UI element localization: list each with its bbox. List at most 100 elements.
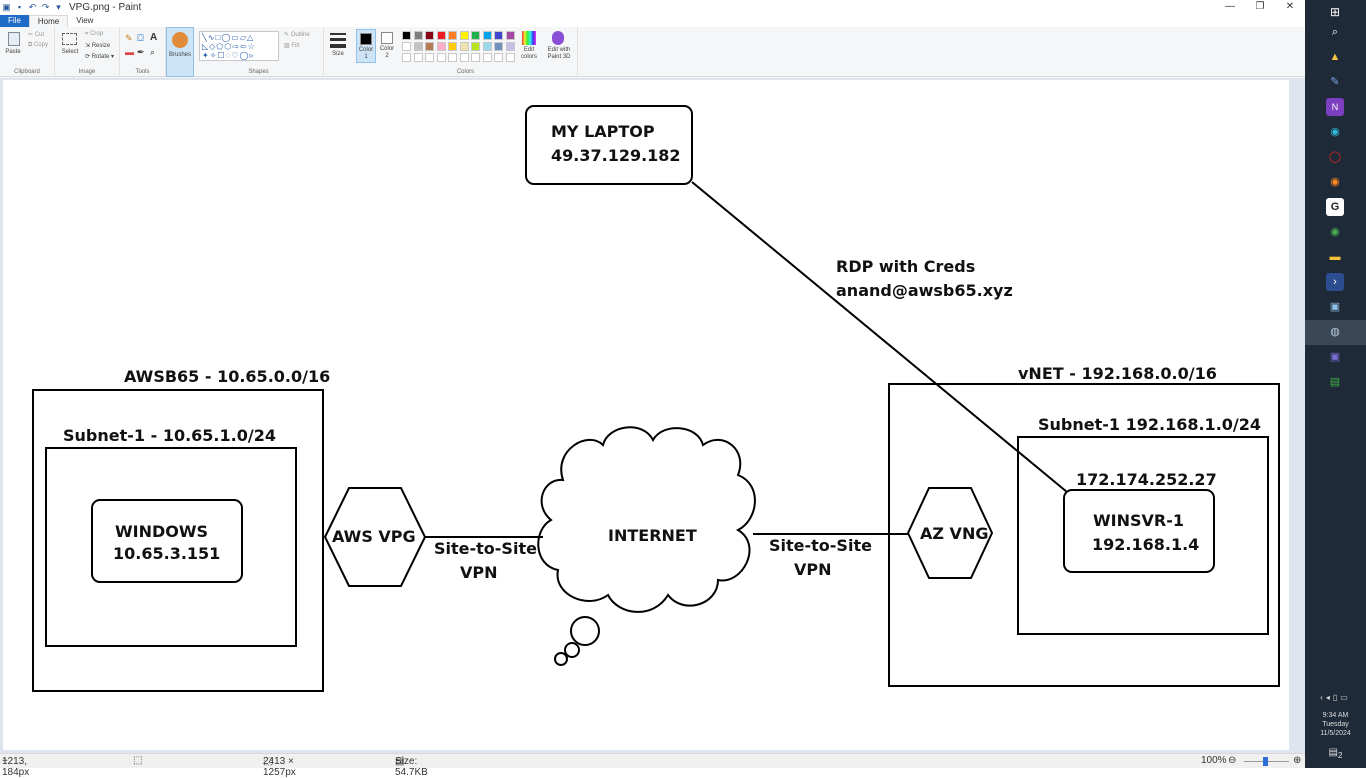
brushes-button[interactable]: Brushes <box>166 27 194 77</box>
tab-file[interactable]: File <box>0 15 29 27</box>
palette-swatch[interactable] <box>505 42 515 51</box>
palette-swatch[interactable] <box>425 31 434 40</box>
shapes-gallery[interactable]: ╲∿□◯▭▱△◺◇⬠⬡⇨⇦☆✦✧☐◌♡◯▹ <box>199 31 279 61</box>
redo-icon[interactable]: ↷ <box>41 2 50 12</box>
eraser-icon[interactable]: ▬ <box>125 47 134 57</box>
palette-swatch[interactable] <box>448 31 457 40</box>
laptop-ip: 49.37.129.182 <box>551 146 681 165</box>
crop-button[interactable]: ⌗ Crop <box>85 31 104 37</box>
palette-swatch[interactable] <box>413 31 423 40</box>
network-icon[interactable]: ▭ <box>1340 693 1351 702</box>
laptop-box <box>525 105 693 185</box>
palette-empty-swatch[interactable] <box>425 53 434 62</box>
cut-button[interactable]: ✂ Cut <box>28 32 45 38</box>
google-icon[interactable]: G <box>1326 198 1344 216</box>
edit-colors-icon[interactable] <box>522 31 536 45</box>
chevron-up-icon[interactable]: ‹ <box>1320 693 1326 702</box>
palette-empty-swatch[interactable] <box>459 53 469 62</box>
chrome-icon[interactable]: ◉ <box>1330 226 1340 238</box>
az-vng-label: AZ VNG <box>920 524 989 543</box>
notification-center[interactable]: ▤2 <box>1328 747 1343 760</box>
paste-button[interactable]: Paste <box>5 49 21 55</box>
start-icon[interactable]: ⊞ <box>1329 5 1341 19</box>
palette-swatch[interactable] <box>402 31 411 40</box>
app-icon-1[interactable]: ▣ <box>1329 301 1341 313</box>
maximize-button[interactable]: ❐ <box>1255 1 1265 12</box>
customize-dropdown-icon[interactable]: ▾ <box>56 2 61 12</box>
resize-button[interactable]: ⇲ Resize <box>85 43 111 49</box>
palette-swatch[interactable] <box>494 31 503 40</box>
palette-swatch[interactable] <box>494 42 503 51</box>
file-explorer-icon[interactable]: ▬ <box>1329 251 1341 263</box>
undo-icon[interactable]: ↶ <box>28 2 37 12</box>
firefox-icon[interactable]: ◉ <box>1330 176 1340 188</box>
volume-icon[interactable]: ◂ <box>1325 693 1333 702</box>
palette-swatch[interactable] <box>482 42 492 51</box>
paint-icon[interactable]: ◍ <box>1330 326 1340 338</box>
palette-empty-swatch[interactable] <box>436 53 446 62</box>
palette-empty-swatch[interactable] <box>471 53 480 62</box>
edge-icon[interactable]: ◉ <box>1330 126 1340 138</box>
app-icon-2[interactable]: ▣ <box>1329 351 1341 363</box>
clock-day[interactable]: Tuesday <box>1322 721 1349 728</box>
palette-swatch[interactable] <box>448 42 457 51</box>
palette-empty-swatch[interactable] <box>505 53 515 62</box>
paste-icon[interactable] <box>8 32 20 46</box>
color-picker-icon[interactable]: ✒ <box>137 47 145 57</box>
clock-date[interactable]: 11/5/2024 <box>1320 730 1351 737</box>
powershell-icon[interactable]: › <box>1326 273 1344 291</box>
palette-empty-swatch[interactable] <box>413 53 423 62</box>
size-button[interactable]: Size <box>324 27 352 77</box>
onenote-icon[interactable]: N <box>1326 98 1344 116</box>
search-icon[interactable]: ⌕ <box>1331 26 1339 38</box>
palette-swatch[interactable] <box>436 42 446 51</box>
windows-name: WINDOWS <box>115 522 209 541</box>
clock-time[interactable]: 9:34 AM <box>1322 712 1349 719</box>
palette-empty-swatch[interactable] <box>494 53 503 62</box>
onedrive-icon[interactable]: ▲ <box>1329 51 1341 63</box>
pen-app-icon[interactable]: ✎ <box>1330 76 1340 88</box>
rotate-button[interactable]: ⟳ Rotate ▾ <box>85 54 115 60</box>
tab-home[interactable]: Home <box>28 15 69 27</box>
save-icon[interactable]: ▪ <box>17 2 22 12</box>
palette-swatch[interactable] <box>402 42 411 51</box>
copy-button[interactable]: ⧉ Copy <box>28 42 48 48</box>
select-icon[interactable] <box>62 33 77 45</box>
select-button[interactable]: Select <box>61 49 79 55</box>
drawing-canvas[interactable]: MY LAPTOP 49.37.129.182 RDP with Creds a… <box>3 80 1289 750</box>
pencil-icon[interactable]: ✎ <box>125 33 133 43</box>
palette-swatch[interactable] <box>505 31 515 40</box>
palette-swatch[interactable] <box>413 42 423 51</box>
palette-empty-swatch[interactable] <box>448 53 457 62</box>
zoom-out-icon[interactable]: ⊖ <box>1228 755 1237 766</box>
tray-icons[interactable]: ‹◂▯▭ <box>1305 693 1366 702</box>
tab-view[interactable]: View <box>76 16 94 25</box>
paint3d-icon[interactable] <box>552 31 564 45</box>
opera-icon[interactable]: ◯ <box>1328 151 1342 163</box>
palette-swatch[interactable] <box>425 42 434 51</box>
outline-button[interactable]: ✎ Outline <box>284 32 310 38</box>
palette-empty-swatch[interactable] <box>402 53 411 62</box>
zoom-in-icon[interactable]: ⊕ <box>1293 755 1302 766</box>
fill-bucket-icon[interactable]: ⛋ <box>137 33 144 43</box>
battery-icon[interactable]: ▯ <box>1332 693 1341 702</box>
text-tool-icon[interactable]: A <box>150 32 158 43</box>
close-button[interactable]: ✕ <box>1285 1 1295 12</box>
zoom-slider-thumb[interactable] <box>1263 757 1268 766</box>
palette-empty-swatch[interactable] <box>482 53 492 62</box>
palette-swatch[interactable] <box>471 42 480 51</box>
minimize-button[interactable]: — <box>1225 1 1235 12</box>
palette-swatch[interactable] <box>459 31 469 40</box>
magnifier-icon[interactable]: ⌕ <box>150 47 156 57</box>
fill-button[interactable]: ▨ Fill <box>284 43 300 49</box>
palette-swatch[interactable] <box>482 31 492 40</box>
palette-swatch[interactable] <box>436 31 446 40</box>
app-icon-3[interactable]: ▤ <box>1329 376 1341 388</box>
palette-swatch[interactable] <box>471 31 480 40</box>
aws-vpc-box <box>32 389 324 692</box>
palette-swatch[interactable] <box>459 42 469 51</box>
